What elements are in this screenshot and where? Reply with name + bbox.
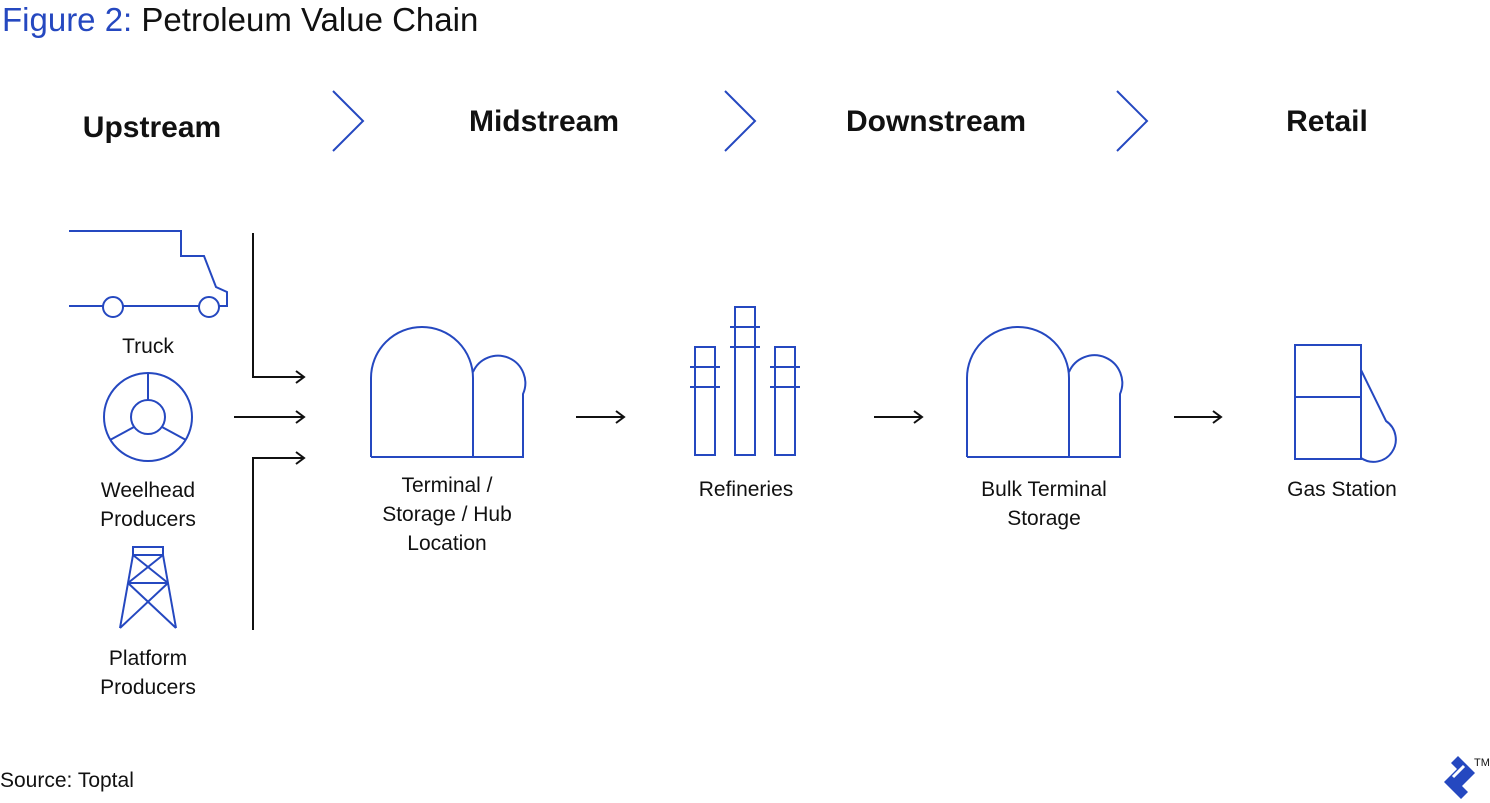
arrow-right-icon: [874, 410, 924, 424]
label-terminal-storage-hub: Terminal / Storage / Hub Location: [382, 474, 512, 555]
storage-tank-icon: [370, 326, 527, 458]
toptal-logo-icon: TM: [1444, 756, 1490, 799]
converging-arrows: [234, 233, 306, 630]
arrow-right-icon: [576, 410, 626, 424]
label-bulk-terminal-storage: Bulk Terminal Storage: [981, 478, 1107, 530]
stage-downstream: Downstream: [845, 105, 1027, 138]
label-refineries: Refineries: [698, 478, 794, 501]
stage-upstream: Upstream: [82, 111, 222, 144]
truck-icon: [69, 230, 228, 318]
label-platform-producers: Platform Producers: [100, 647, 196, 699]
chevron-right-icon: [724, 90, 757, 152]
trademark-mark: TM: [1474, 757, 1490, 769]
bulk-storage-tank-icon: [966, 326, 1124, 458]
figure-title: Figure 2: Petroleum Value Chain: [2, 0, 478, 40]
source-note: Source: Toptal: [0, 769, 134, 792]
wellhead-icon: [103, 372, 193, 462]
label-truck: Truck: [122, 335, 174, 358]
figure-title-text: Petroleum Value Chain: [141, 1, 479, 38]
label-gas-station: Gas Station: [1287, 478, 1397, 501]
figure-title-prefix: Figure 2:: [2, 1, 133, 38]
gas-pump-icon: [1294, 344, 1397, 463]
chevron-right-icon: [332, 90, 365, 152]
label-wellhead-producers: Weelhead Producers: [100, 479, 196, 531]
stage-midstream: Midstream: [468, 105, 620, 138]
chevron-right-icon: [1116, 90, 1149, 152]
arrow-right-icon: [1174, 410, 1223, 424]
stage-retail: Retail: [1286, 105, 1368, 138]
refinery-icon: [690, 306, 800, 456]
oil-derrick-icon: [119, 546, 177, 629]
